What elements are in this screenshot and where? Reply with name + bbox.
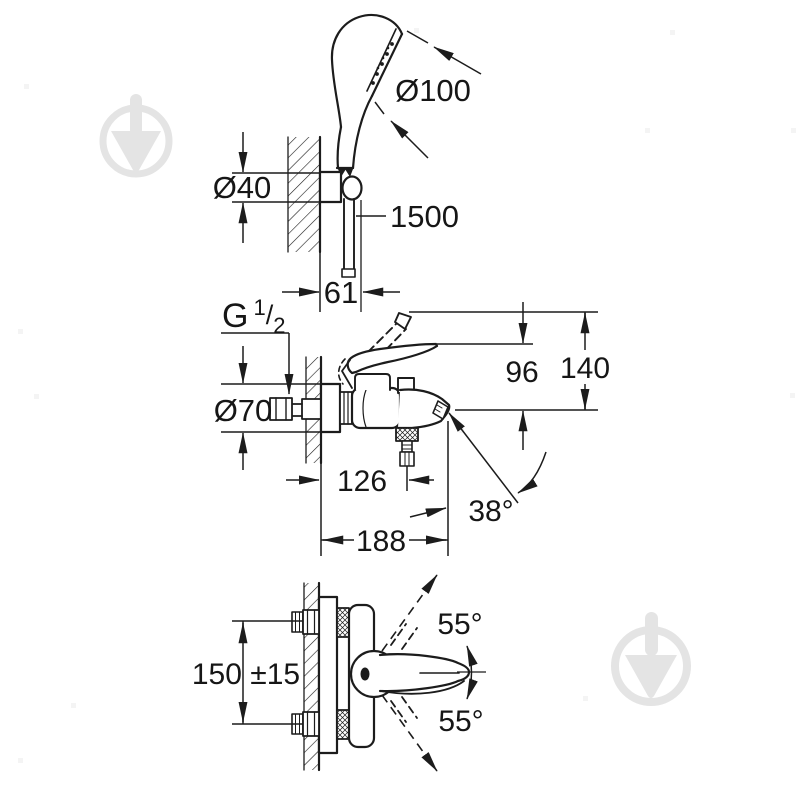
dim-spout-to-lever: 96 xyxy=(505,356,538,389)
shower-set-view xyxy=(287,13,404,278)
dim-spout-angle: 38° xyxy=(468,495,513,528)
dim-lever-angle-down: 55° xyxy=(438,705,483,738)
spray-face-dots xyxy=(371,42,394,85)
top-view-dimensions xyxy=(232,574,486,772)
mixer-top-view xyxy=(291,581,471,772)
dim-holder-offset: 61 xyxy=(324,275,358,310)
dim-escutcheon-diameter: Ø70 xyxy=(214,393,273,428)
dim-hose-length: 1500 xyxy=(390,199,459,234)
dim-mounting-distance: 150 ±15 xyxy=(192,658,300,691)
dim-overall-height: 140 xyxy=(560,352,610,385)
mixer-side-view xyxy=(269,312,451,467)
shower-view-dimensions xyxy=(232,30,482,312)
dim-head-diameter: Ø100 xyxy=(395,73,471,108)
dim-spout-reach: 126 xyxy=(337,465,387,498)
dim-holder-escutcheon-diameter: Ø40 xyxy=(213,170,272,205)
dim-overall-depth: 188 xyxy=(356,525,406,558)
dim-lever-angle-up: 55° xyxy=(437,608,482,641)
watermark-logo-icon xyxy=(99,94,691,706)
side-view-dimensions xyxy=(221,302,611,556)
